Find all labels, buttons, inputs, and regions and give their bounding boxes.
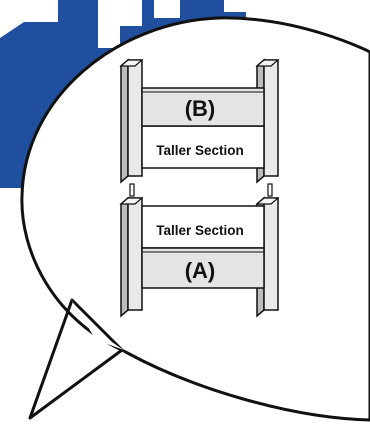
figure-b-right-post-top bbox=[255, 59, 280, 67]
figure-a-right-peg bbox=[267, 183, 273, 197]
brand-letter-shape-middle bbox=[98, 0, 142, 48]
figure-b-left-post-side bbox=[120, 58, 129, 184]
speech-bubble-tail-joint bbox=[70, 298, 124, 350]
figure-a-section-label: Taller Section bbox=[156, 223, 244, 238]
figure-a-left-post bbox=[127, 197, 143, 311]
figure-a-id-label: (A) bbox=[185, 258, 216, 283]
figure-a-right-post bbox=[263, 197, 279, 311]
figure-b-right-post bbox=[263, 59, 279, 177]
figure-a-left-peg bbox=[129, 183, 135, 197]
figure-b-lower-section bbox=[141, 125, 265, 169]
figure-a-lower-section bbox=[141, 247, 265, 289]
figure-a-right-post-top bbox=[255, 197, 280, 205]
brand-white-strip bbox=[224, 0, 246, 12]
figure-b-section-label: Taller Section bbox=[156, 143, 244, 158]
figure-b: (B) Taller Section bbox=[119, 58, 280, 184]
brand-letter-shape-right bbox=[154, 0, 180, 18]
brand-letter-shape-left bbox=[0, 0, 58, 38]
figure-b-id-label: (B) bbox=[185, 96, 216, 121]
figure-a: Taller Section (A) bbox=[119, 183, 280, 318]
figure-a-left-post-top bbox=[119, 197, 144, 205]
figure-b-upper-section bbox=[141, 87, 265, 127]
figure-a-upper-section bbox=[141, 205, 265, 249]
figure-b-left-post-top bbox=[119, 59, 144, 67]
figure-b-left-post bbox=[127, 59, 143, 177]
figure-a-left-post-side bbox=[120, 196, 129, 318]
